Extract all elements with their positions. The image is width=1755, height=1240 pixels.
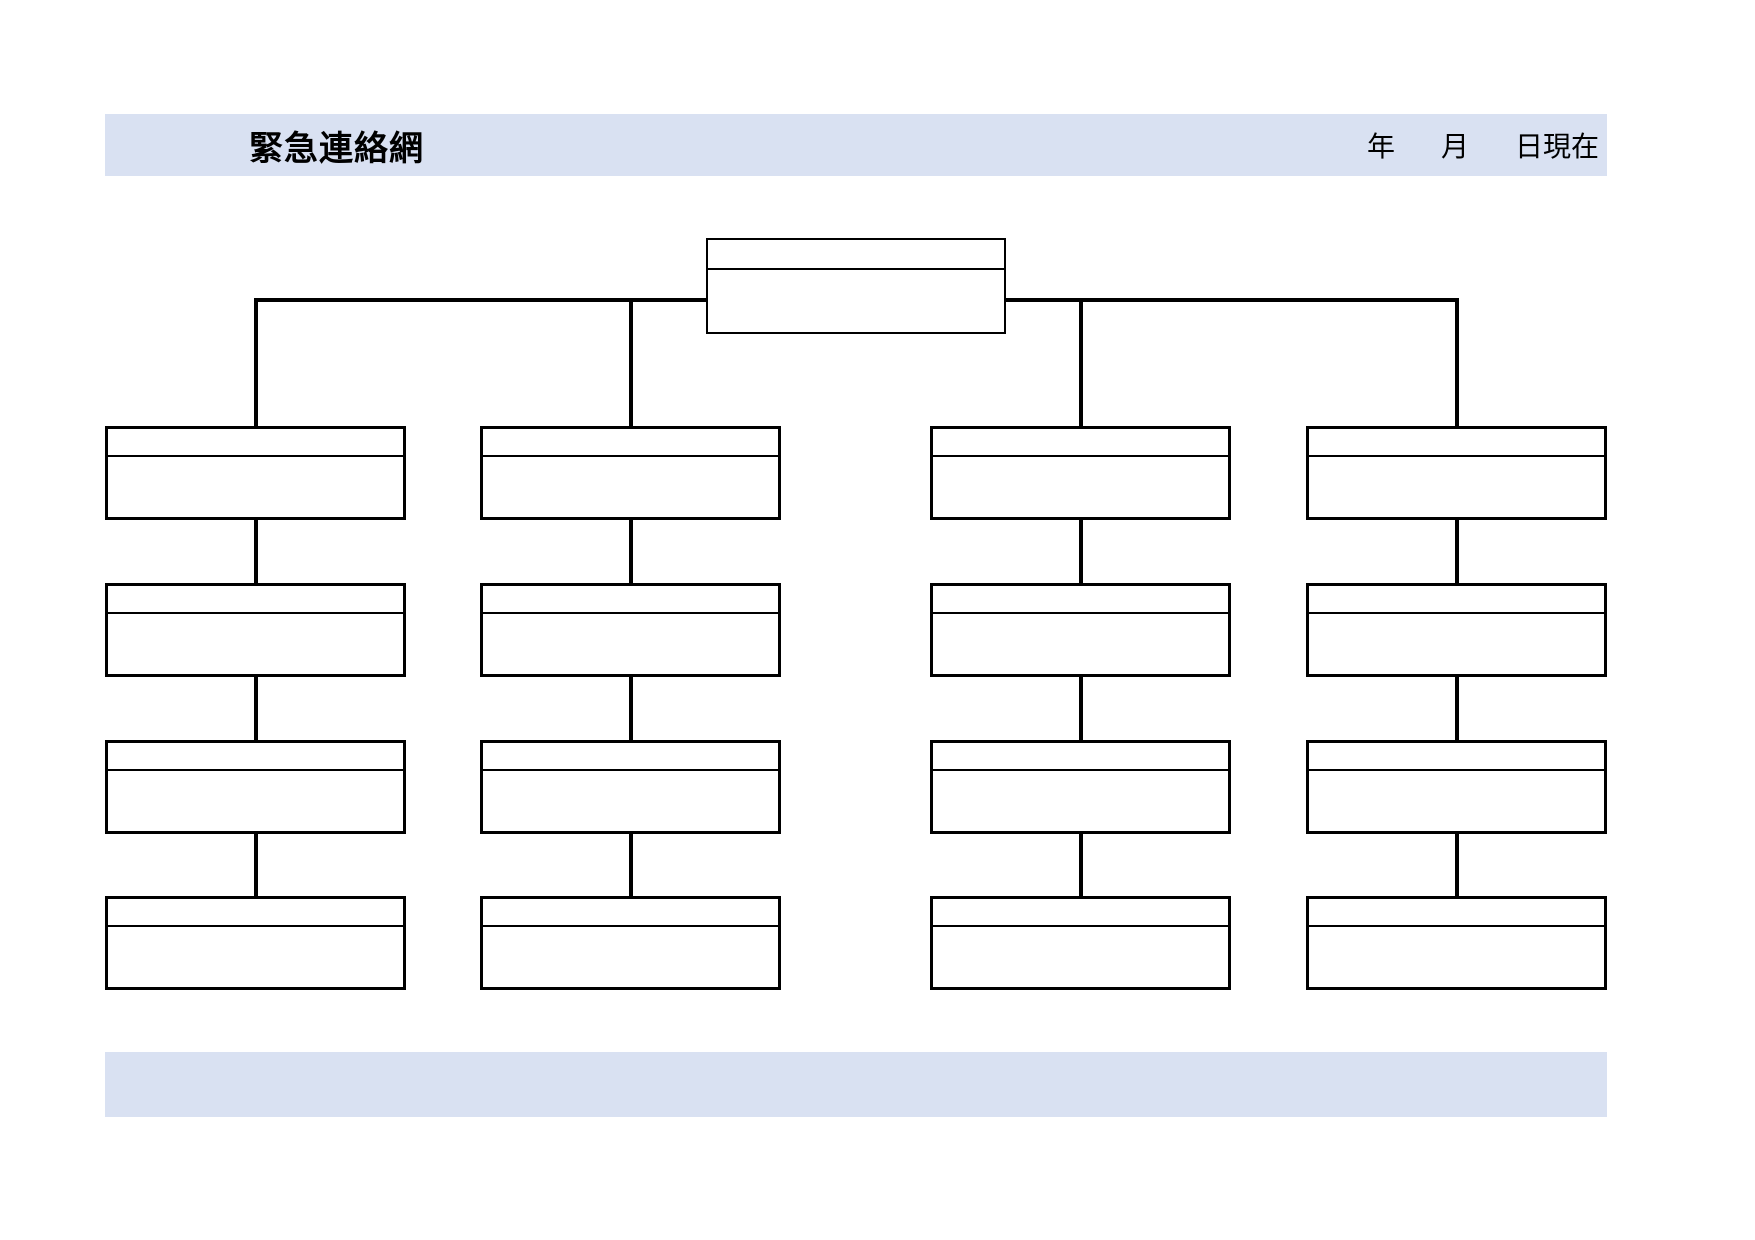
contact-box-root-name-cell[interactable] <box>708 240 1004 270</box>
contact-box-1-1-name-cell[interactable] <box>108 429 403 457</box>
contact-box-2-1-detail-cell[interactable] <box>483 457 778 517</box>
contact-box-4-1-detail-cell[interactable] <box>1309 457 1604 517</box>
contact-box-1-3 <box>105 740 406 834</box>
contact-box-4-2-name-cell[interactable] <box>1309 586 1604 614</box>
connector-line <box>629 520 633 583</box>
contact-box-root-detail-cell[interactable] <box>708 270 1004 332</box>
date-area: 年 月 日現在 <box>1367 125 1599 165</box>
contact-box-3-2 <box>930 583 1231 677</box>
contact-box-2-4-detail-cell[interactable] <box>483 927 778 987</box>
contact-box-4-4 <box>1306 896 1607 990</box>
contact-box-4-3 <box>1306 740 1607 834</box>
trunk-line-right <box>1006 298 1459 302</box>
branch-drop-line <box>1455 298 1459 426</box>
contact-box-3-4 <box>930 896 1231 990</box>
connector-line <box>629 677 633 740</box>
contact-box-1-3-name-cell[interactable] <box>108 743 403 771</box>
contact-box-3-2-detail-cell[interactable] <box>933 614 1228 674</box>
contact-box-2-3 <box>480 740 781 834</box>
footer-bar <box>105 1052 1607 1117</box>
contact-box-root <box>706 238 1006 334</box>
contact-box-3-3-name-cell[interactable] <box>933 743 1228 771</box>
contact-box-1-1-detail-cell[interactable] <box>108 457 403 517</box>
contact-box-1-3-detail-cell[interactable] <box>108 771 403 831</box>
contact-box-1-4 <box>105 896 406 990</box>
date-month-label: 月 <box>1440 131 1469 162</box>
contact-box-4-4-detail-cell[interactable] <box>1309 927 1604 987</box>
header-bar: 緊急連絡網 年 月 日現在 <box>105 114 1607 176</box>
contact-box-3-1 <box>930 426 1231 520</box>
contact-box-4-2-detail-cell[interactable] <box>1309 614 1604 674</box>
contact-box-4-3-name-cell[interactable] <box>1309 743 1604 771</box>
contact-box-4-3-detail-cell[interactable] <box>1309 771 1604 831</box>
contact-box-4-1 <box>1306 426 1607 520</box>
branch-drop-line <box>1079 298 1083 426</box>
contact-box-3-1-detail-cell[interactable] <box>933 457 1228 517</box>
connector-line <box>254 677 258 740</box>
trunk-line-left <box>254 298 706 302</box>
contact-box-2-2-name-cell[interactable] <box>483 586 778 614</box>
contact-box-2-4 <box>480 896 781 990</box>
connector-line <box>1455 677 1459 740</box>
date-year-label: 年 <box>1366 131 1395 162</box>
contact-box-2-2 <box>480 583 781 677</box>
contact-box-1-4-detail-cell[interactable] <box>108 927 403 987</box>
page-title: 緊急連絡網 <box>249 129 424 168</box>
contact-box-3-4-name-cell[interactable] <box>933 899 1228 927</box>
contact-box-2-1 <box>480 426 781 520</box>
contact-box-1-4-name-cell[interactable] <box>108 899 403 927</box>
contact-box-2-2-detail-cell[interactable] <box>483 614 778 674</box>
contact-box-1-2-detail-cell[interactable] <box>108 614 403 674</box>
contact-box-1-2 <box>105 583 406 677</box>
connector-line <box>1079 677 1083 740</box>
contact-box-1-2-name-cell[interactable] <box>108 586 403 614</box>
connector-line <box>629 834 633 896</box>
contact-box-3-1-name-cell[interactable] <box>933 429 1228 457</box>
contact-box-2-3-name-cell[interactable] <box>483 743 778 771</box>
contact-box-4-1-name-cell[interactable] <box>1309 429 1604 457</box>
contact-box-3-2-name-cell[interactable] <box>933 586 1228 614</box>
contact-box-2-4-name-cell[interactable] <box>483 899 778 927</box>
contact-box-3-3-detail-cell[interactable] <box>933 771 1228 831</box>
contact-box-3-3 <box>930 740 1231 834</box>
date-asof-label: 日現在 <box>1514 131 1599 162</box>
connector-line <box>1455 834 1459 896</box>
contact-box-3-4-detail-cell[interactable] <box>933 927 1228 987</box>
contact-box-4-4-name-cell[interactable] <box>1309 899 1604 927</box>
branch-drop-line <box>254 298 258 426</box>
connector-line <box>254 834 258 896</box>
contact-box-4-2 <box>1306 583 1607 677</box>
connector-line <box>1455 520 1459 583</box>
branch-drop-line <box>629 298 633 426</box>
contact-box-1-1 <box>105 426 406 520</box>
contact-box-2-3-detail-cell[interactable] <box>483 771 778 831</box>
connector-line <box>254 520 258 583</box>
connector-line <box>1079 520 1083 583</box>
contact-box-2-1-name-cell[interactable] <box>483 429 778 457</box>
connector-line <box>1079 834 1083 896</box>
